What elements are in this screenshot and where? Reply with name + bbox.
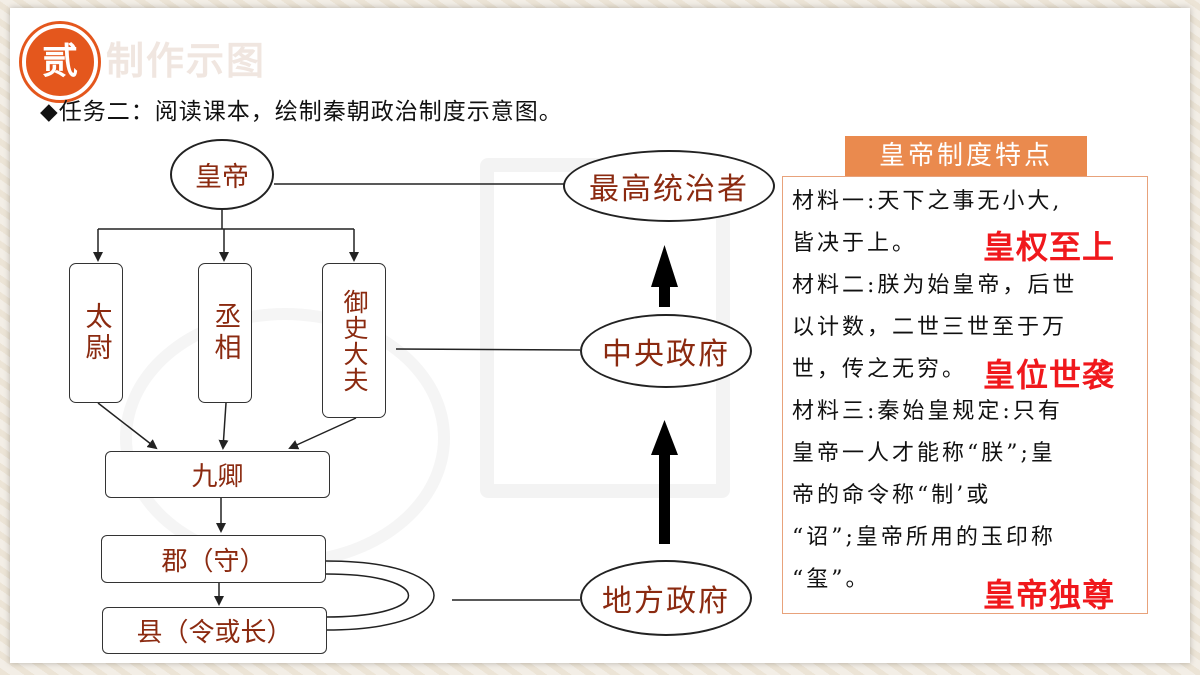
- material-1-line-1: 材料一:天下之事无小大,: [792, 189, 1063, 214]
- material-3-line-2: 皇帝一人才能称“朕”;皇: [792, 441, 1056, 466]
- arrow-taiwei-jiuqing: [97, 402, 158, 450]
- section-title: 制作示图: [106, 39, 267, 83]
- node-jun-label: 郡（守）: [161, 546, 266, 577]
- node-central-government: 中央政府: [580, 314, 752, 388]
- node-local-government-label: 地方政府: [602, 584, 730, 619]
- material-3-line-3: 帝的命令称“制’或: [792, 483, 992, 508]
- node-chengxiang-label: 丞相: [209, 302, 241, 364]
- node-jun: 郡（守）: [101, 535, 326, 583]
- node-taiwei: 太尉: [69, 263, 123, 403]
- material-3-line-1: 材料三:秦始皇规定:只有: [792, 399, 1063, 424]
- node-chengxiang: 丞相: [198, 263, 252, 403]
- tag-emperor-supreme: 皇帝独尊: [983, 576, 1116, 614]
- tag-imperial-supremacy: 皇权至上: [983, 228, 1116, 266]
- node-jiuqing: 九卿: [105, 451, 330, 498]
- task-instruction: ◆任务二：阅读课本，绘制秦朝政治制度示意图。: [40, 99, 563, 125]
- section-badge: 贰: [22, 24, 98, 100]
- node-yushi-dafu-label: 御史大夫: [340, 288, 369, 393]
- material-3-line-5: “玺”。: [792, 567, 871, 592]
- arrow-yushi-jiuqing: [288, 417, 357, 450]
- up-arrow-shaft-top: [659, 285, 670, 307]
- material-2-line-2: 以计数，二世三世至于万: [792, 315, 1068, 340]
- node-emperor: 皇帝: [170, 139, 274, 210]
- node-yushi-dafu: 御史大夫: [322, 263, 386, 418]
- node-supreme-ruler-label: 最高统治者: [589, 172, 749, 207]
- node-local-government: 地方政府: [580, 560, 752, 636]
- up-arrow-head-top: [651, 245, 678, 287]
- node-xian-label: 县（令或长）: [136, 618, 293, 648]
- up-arrow-shaft-bottom: [659, 452, 670, 544]
- node-central-government-label: 中央政府: [602, 337, 730, 372]
- node-xian: 县（令或长）: [102, 607, 327, 654]
- material-2-line-3: 世，传之无穷。: [792, 357, 968, 382]
- node-supreme-ruler: 最高统治者: [563, 150, 775, 222]
- materials-panel: [782, 176, 1148, 614]
- material-2-line-1: 材料二:朕为始皇帝，后世: [792, 273, 1078, 298]
- tag-hereditary-throne: 皇位世袭: [983, 356, 1116, 394]
- node-taiwei-label: 太尉: [80, 302, 112, 364]
- local-bracket-outer: [325, 560, 435, 631]
- up-arrow-head-bottom: [651, 420, 678, 455]
- local-bracket-inner: [325, 573, 409, 618]
- node-emperor-label: 皇帝: [195, 162, 249, 193]
- link-yushi-central: [395, 348, 581, 351]
- material-1-line-2: 皆决于上。: [792, 231, 918, 256]
- node-jiuqing-label: 九卿: [191, 462, 244, 492]
- material-3-line-4: “诏”;皇帝所用的玉印称: [792, 525, 1056, 550]
- panel-title: 皇帝制度特点: [845, 136, 1087, 176]
- arrow-chengxiang-jiuqing: [218, 402, 229, 450]
